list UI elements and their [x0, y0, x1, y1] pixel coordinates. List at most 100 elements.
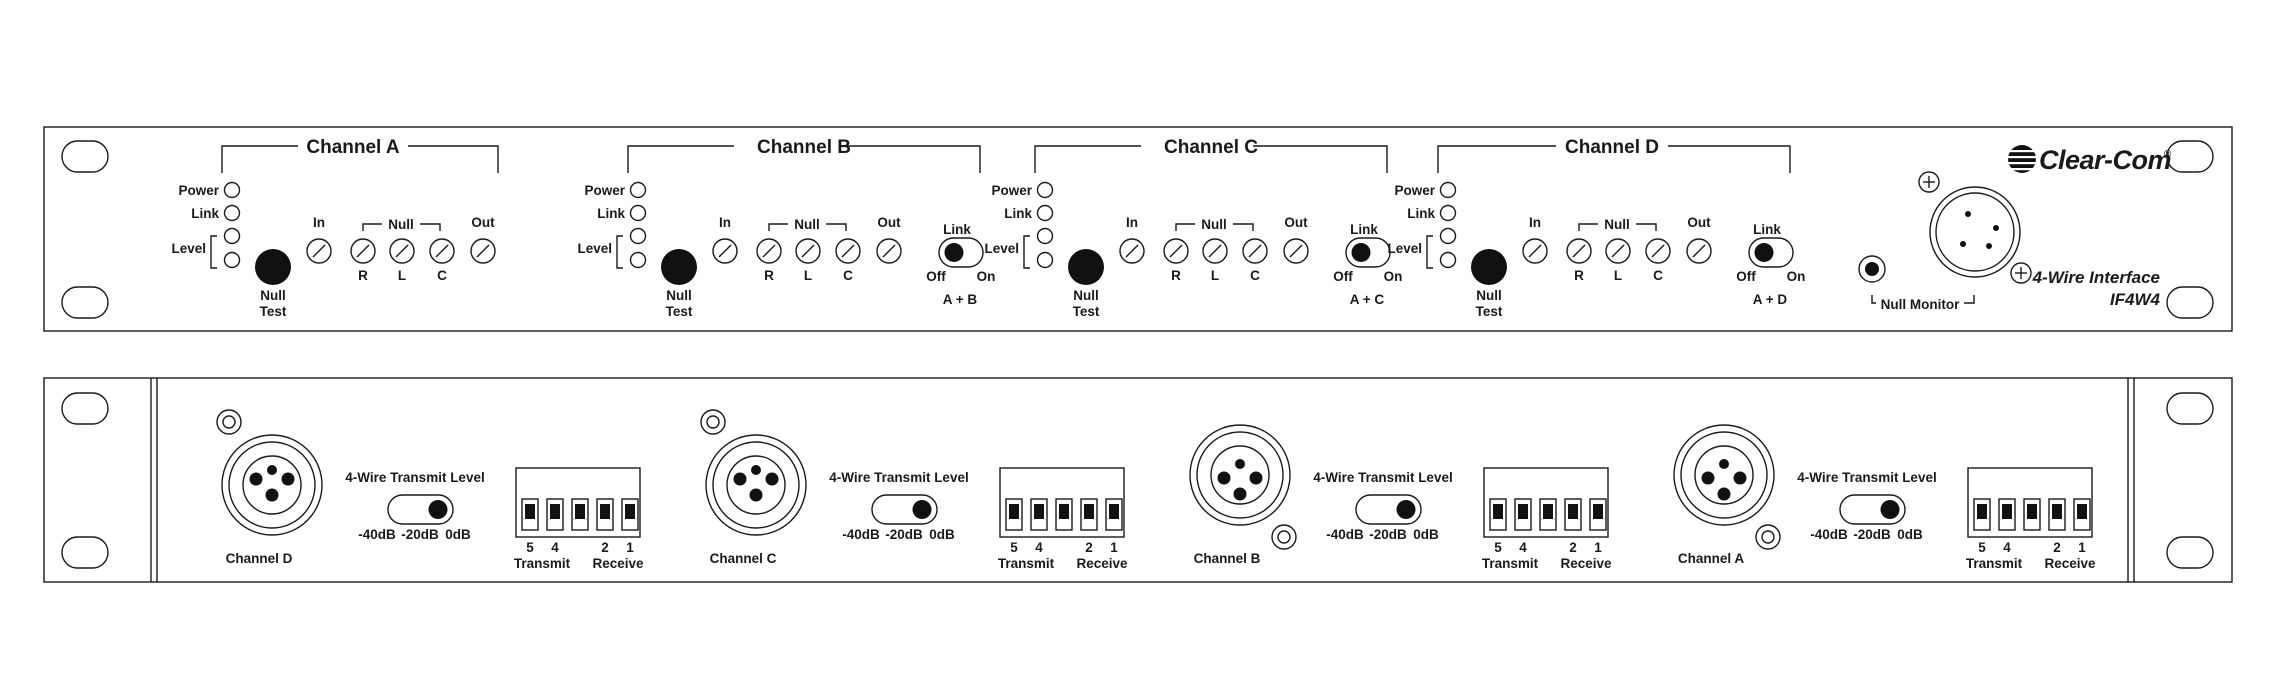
rack-slot-front-bottom-left: [61, 286, 109, 319]
null-r-trimmer[interactable]: [1566, 238, 1592, 264]
front-panel: Channel A Power Link Level Null Test In …: [43, 126, 2233, 332]
null-test-button[interactable]: [255, 249, 291, 285]
null-test-button[interactable]: [1471, 249, 1507, 285]
transmit-level-title: 4-Wire Transmit Level: [1313, 470, 1452, 485]
level-option-minus40: -40dB: [842, 527, 880, 542]
rack-slot-rear-top-left: [61, 392, 109, 425]
rear-panel-outline: [43, 377, 2233, 583]
null-test-button[interactable]: [1068, 249, 1104, 285]
level-option-0db: 0dB: [1413, 527, 1439, 542]
null-l-trimmer[interactable]: [389, 238, 415, 264]
level-option-minus40: -40dB: [1810, 527, 1848, 542]
dip-switch-block[interactable]: [1483, 467, 1609, 538]
in-trimmer[interactable]: [1119, 238, 1145, 264]
link-on-label: On: [1384, 269, 1403, 284]
xlr-3pin-connector[interactable]: [1189, 424, 1291, 526]
out-label: Out: [1687, 215, 1711, 230]
link-led: [1036, 204, 1054, 222]
dip-number-1: 1: [2078, 540, 2086, 555]
null-l-trimmer[interactable]: [1605, 238, 1631, 264]
dip-number-1: 1: [626, 540, 634, 555]
null-l-trimmer[interactable]: [1202, 238, 1228, 264]
in-label: In: [719, 215, 731, 230]
null-r-trimmer[interactable]: [756, 238, 782, 264]
out-trimmer[interactable]: [876, 238, 902, 264]
null-c-trimmer[interactable]: [429, 238, 455, 264]
transmit-level-switch[interactable]: [387, 494, 454, 525]
null-c-trimmer[interactable]: [835, 238, 861, 264]
rack-slot-rear-bottom-left: [61, 536, 109, 569]
level-option-0db: 0dB: [445, 527, 471, 542]
in-label: In: [1126, 215, 1138, 230]
channel-bracket: [627, 145, 981, 173]
dip-switch-block[interactable]: [515, 467, 641, 538]
link-pair-label: A + D: [1753, 292, 1788, 307]
dip-number-2: 2: [1085, 540, 1093, 555]
rack-slot-rear-bottom-right: [2166, 536, 2214, 569]
level-label: Level: [577, 241, 612, 256]
in-trimmer[interactable]: [306, 238, 332, 264]
c-label: C: [1653, 268, 1663, 283]
power-led: [629, 181, 647, 199]
null-test-button[interactable]: [661, 249, 697, 285]
null-c-trimmer[interactable]: [1242, 238, 1268, 264]
channel-bracket: [1437, 145, 1791, 173]
front-channel-c: Channel C Power Link Level Null Test In …: [984, 137, 1402, 319]
dip-number-4: 4: [1035, 540, 1043, 555]
dip-number-5: 5: [526, 540, 534, 555]
level-option-0db: 0dB: [1897, 527, 1923, 542]
rear-channel-d: Channel D 4-Wire Transmit Level -40dB -2…: [216, 409, 644, 571]
null-label: Null: [794, 217, 820, 232]
null-test-label-line2: Test: [1073, 304, 1100, 319]
link-switch[interactable]: [1748, 237, 1794, 268]
xlr-3pin-connector[interactable]: [705, 434, 807, 536]
null-test-label-line2: Test: [666, 304, 693, 319]
link-led: [1439, 204, 1457, 222]
link-switch[interactable]: [1345, 237, 1391, 268]
xlr-3pin-connector[interactable]: [221, 434, 323, 536]
headset-xlr-connector[interactable]: [1929, 186, 2021, 278]
in-trimmer[interactable]: [1522, 238, 1548, 264]
transmit-level-title: 4-Wire Transmit Level: [345, 470, 484, 485]
link-label: Link: [597, 206, 625, 221]
level-led-2: [629, 251, 647, 269]
transmit-level-switch[interactable]: [871, 494, 938, 525]
level-led-1: [629, 227, 647, 245]
link-on-label: On: [1787, 269, 1806, 284]
rack-slot-front-bottom-right: [2166, 286, 2214, 319]
product-name: 4-Wire Interface: [2032, 268, 2160, 287]
l-label: L: [1211, 268, 1219, 283]
link-switch[interactable]: [938, 237, 984, 268]
null-r-trimmer[interactable]: [1163, 238, 1189, 264]
out-trimmer[interactable]: [1686, 238, 1712, 264]
dip-switch-block[interactable]: [999, 467, 1125, 538]
null-r-trimmer[interactable]: [350, 238, 376, 264]
null-label: Null: [1604, 217, 1630, 232]
dip-transmit-label: Transmit: [998, 556, 1055, 571]
in-trimmer[interactable]: [712, 238, 738, 264]
level-option-minus40: -40dB: [358, 527, 396, 542]
power-led: [1036, 181, 1054, 199]
in-label: In: [1529, 215, 1541, 230]
plus-marker-icon: [1918, 171, 1940, 193]
null-bracket: [362, 223, 441, 231]
dip-switch-block[interactable]: [1967, 467, 2093, 538]
null-l-trimmer[interactable]: [795, 238, 821, 264]
null-bracket: [1175, 223, 1254, 231]
level-option-minus20: -20dB: [885, 527, 923, 542]
rear-channel-label: Channel A: [1678, 551, 1745, 566]
power-label: Power: [584, 183, 625, 198]
transmit-level-switch[interactable]: [1839, 494, 1906, 525]
null-monitor-jack[interactable]: [1858, 255, 1886, 283]
level-led-1: [223, 227, 241, 245]
out-trimmer[interactable]: [470, 238, 496, 264]
link-pair-label: A + B: [943, 292, 978, 307]
out-trimmer[interactable]: [1283, 238, 1309, 264]
xlr-3pin-connector[interactable]: [1673, 424, 1775, 526]
xlr-latch-screw-icon: [216, 409, 242, 435]
dip-transmit-label: Transmit: [514, 556, 571, 571]
dip-transmit-label: Transmit: [1966, 556, 2023, 571]
transmit-level-switch[interactable]: [1355, 494, 1422, 525]
dip-receive-label: Receive: [1560, 556, 1612, 571]
null-c-trimmer[interactable]: [1645, 238, 1671, 264]
